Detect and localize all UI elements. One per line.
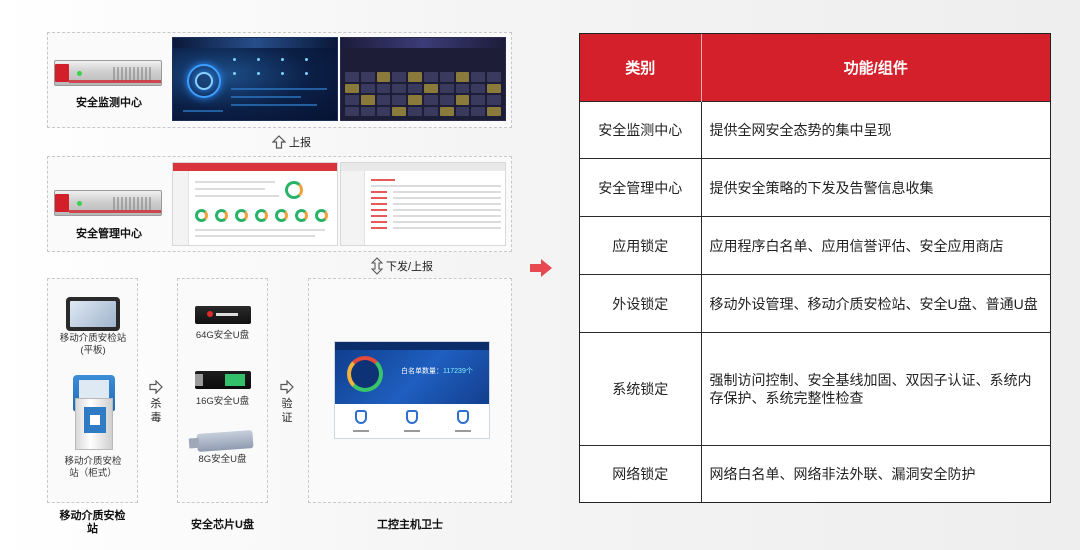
tablet-station-device xyxy=(66,297,120,331)
row-category: 外设锁定 xyxy=(580,274,702,333)
row-function: 移动外设管理、移动介质安检站、安全U盘、普通U盘 xyxy=(701,274,1050,333)
pointer-arrow-icon xyxy=(530,259,552,277)
usb-group-caption: 安全芯片U盘 xyxy=(191,519,254,531)
header-function: 功能/组件 xyxy=(701,34,1050,101)
monitor-server-device xyxy=(54,60,162,86)
usb-8g-caption: 8G安全U盘 xyxy=(198,454,247,465)
media-station-group-caption: 移动介质安检 站 xyxy=(59,510,126,535)
row-function: 强制访问控制、安全基线加固、双因子认证、系统内存保护、系统完整性检查 xyxy=(701,332,1050,446)
row-category: 系统锁定 xyxy=(580,332,702,446)
whitelist-count: 白名单数量：117239个 xyxy=(401,366,473,376)
report-up-arrow: 上报 xyxy=(272,134,311,150)
row-function: 提供安全策略的下发及告警信息收集 xyxy=(701,158,1050,217)
usb-64g-caption: 64G安全U盘 xyxy=(195,330,250,341)
up-down-arrow-icon xyxy=(371,257,383,275)
row-function: 网络白名单、网络非法外联、漏洞安全防护 xyxy=(701,445,1050,502)
shield-icon xyxy=(354,410,367,424)
report-up-label: 上报 xyxy=(289,137,311,149)
kiosk-station-cabinet xyxy=(75,398,113,450)
manage-center-caption: 安全管理中心 xyxy=(76,228,142,240)
alarm-dashboard-screen xyxy=(340,37,506,121)
table-row: 网络锁定 网络白名单、网络非法外联、漏洞安全防护 xyxy=(580,445,1050,502)
row-category: 应用锁定 xyxy=(580,216,702,275)
row-function: 提供全网安全态势的集中呈现 xyxy=(701,100,1050,159)
shield-icon xyxy=(457,410,470,424)
table-row: 系统锁定 强制访问控制、安全基线加固、双因子认证、系统内存保护、系统完整性检查 xyxy=(580,332,1050,446)
host-guard-screen: 白名单数量：117239个 xyxy=(334,341,490,439)
whitelist-count-value: 117239个 xyxy=(443,368,473,375)
usb-16g-device xyxy=(195,371,251,389)
table-row: 安全监测中心 提供全网安全态势的集中呈现 xyxy=(580,100,1050,159)
row-category: 安全监测中心 xyxy=(580,100,702,159)
header-category: 类别 xyxy=(580,34,702,101)
security-score-ring xyxy=(347,356,383,392)
verify-char-2: 证 xyxy=(281,412,293,424)
kill-virus-char-2: 毒 xyxy=(150,412,162,424)
usb-64g-device xyxy=(195,306,251,324)
function-table: 类别 功能/组件 安全监测中心 提供全网安全态势的集中呈现 安全管理中心 提供安… xyxy=(579,33,1051,503)
whitelist-count-label: 白名单数量： xyxy=(401,368,443,375)
issue-report-label: 下发/上报 xyxy=(386,261,434,273)
policy-console-screen xyxy=(172,162,338,246)
alert-list-screen xyxy=(340,162,506,246)
host-guard-caption: 工控主机卫士 xyxy=(377,519,443,531)
verify-char-1: 验 xyxy=(281,398,293,410)
kill-virus-char-1: 杀 xyxy=(150,398,162,410)
up-arrow-icon xyxy=(272,135,286,149)
table-row: 外设锁定 移动外设管理、移动介质安检站、安全U盘、普通U盘 xyxy=(580,274,1050,333)
table-header-row: 类别 功能/组件 xyxy=(580,34,1050,101)
kiosk-station-caption: 移动介质安检 站（柜式） xyxy=(64,456,122,479)
manage-server-device xyxy=(54,190,162,216)
row-category: 安全管理中心 xyxy=(580,158,702,217)
tablet-station-caption: 移动介质安检站 (平板) xyxy=(59,333,127,356)
shield-icon xyxy=(405,410,418,424)
table-row: 应用锁定 应用程序白名单、应用信誉评估、安全应用商店 xyxy=(580,216,1050,275)
usb-16g-caption: 16G安全U盘 xyxy=(195,396,250,407)
row-function: 应用程序白名单、应用信誉评估、安全应用商店 xyxy=(701,216,1050,275)
table-row: 安全管理中心 提供安全策略的下发及告警信息收集 xyxy=(580,158,1050,217)
row-category: 网络锁定 xyxy=(580,445,702,502)
monitor-center-caption: 安全监测中心 xyxy=(76,97,142,109)
right-arrow-icon xyxy=(149,380,163,394)
issue-report-arrow: 下发/上报 xyxy=(371,257,433,275)
situation-dashboard-screen xyxy=(172,37,338,121)
right-arrow-icon xyxy=(280,380,294,394)
